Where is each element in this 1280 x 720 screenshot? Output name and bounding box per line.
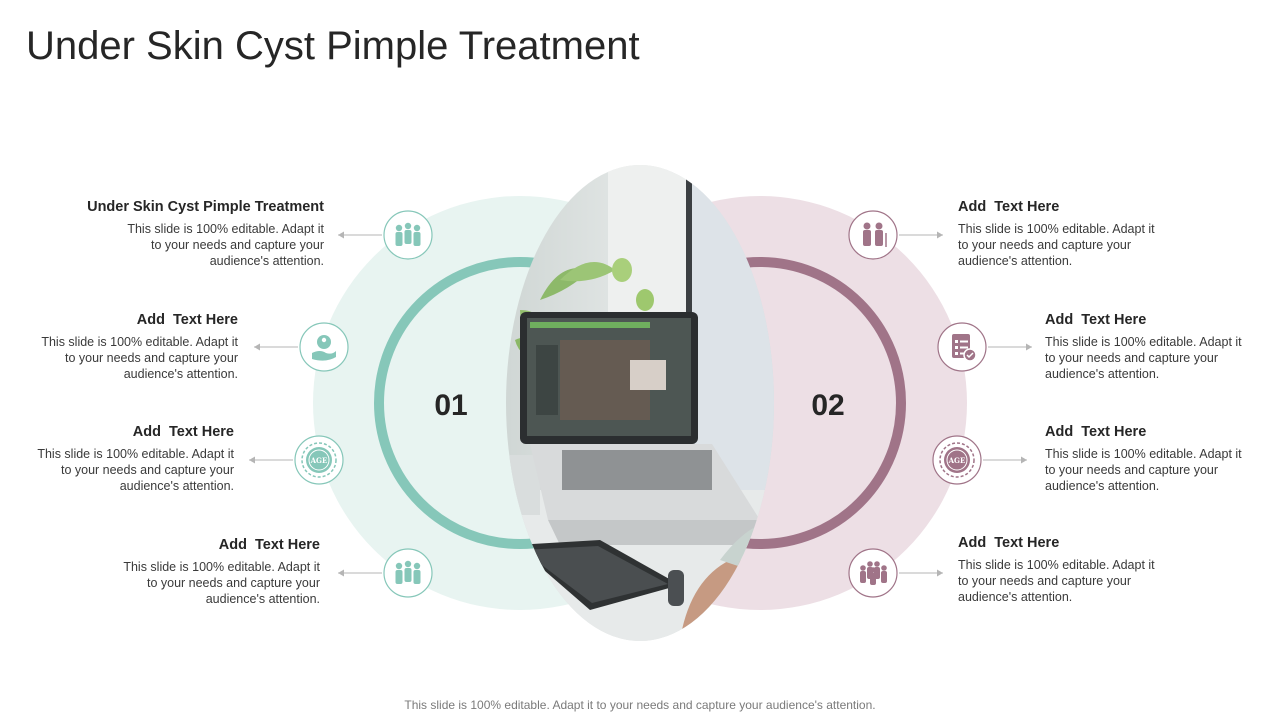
elderly-couple-icon (848, 210, 898, 260)
item-description: This slide is 100% editable. Adapt it to… (1045, 447, 1242, 493)
item-heading: Add Text Here (132, 424, 234, 440)
item-heading: Add Text Here (1045, 312, 1147, 328)
item-heading: Add Text Here (1045, 424, 1147, 440)
hand-care-people-icon (299, 322, 349, 372)
age-badge-icon: AGE (294, 435, 344, 485)
item-heading: Under Skin Cyst Pimple Treatment (87, 199, 324, 215)
arrow-head (254, 343, 260, 351)
age-label: AGE (948, 456, 966, 465)
item-heading: Add Text Here (958, 535, 1060, 551)
age-badge-icon: AGE (932, 435, 982, 485)
family-group-icon (383, 210, 433, 260)
item-description: This slide is 100% editable. Adapt it to… (37, 447, 234, 493)
arrow-head (249, 456, 255, 464)
page-title: Under Skin Cyst Pimple Treatment (26, 24, 640, 68)
item-heading: Add Text Here (218, 537, 320, 553)
left-number: 01 (434, 389, 467, 422)
item-description: This slide is 100% editable. Adapt it to… (123, 560, 320, 606)
arrow-head (937, 231, 943, 239)
item-description: This slide is 100% editable. Adapt it to… (958, 558, 1155, 604)
arrow-head (1021, 456, 1027, 464)
item-heading: Add Text Here (958, 199, 1060, 215)
footer-note: This slide is 100% editable. Adapt it to… (404, 698, 876, 712)
people-group-icon (383, 548, 433, 598)
arrow-head (1026, 343, 1032, 351)
arrow-head (338, 231, 344, 239)
checklist-icon (937, 322, 987, 372)
item-description: This slide is 100% editable. Adapt it to… (958, 222, 1155, 268)
age-label: AGE (310, 456, 328, 465)
item-description: This slide is 100% editable. Adapt it to… (1045, 335, 1242, 381)
right-number: 02 (811, 389, 844, 422)
arrow-head (937, 569, 943, 577)
arrow-head (338, 569, 344, 577)
item-description: This slide is 100% editable. Adapt it to… (127, 222, 324, 268)
item-heading: Add Text Here (136, 312, 238, 328)
crowd-icon (848, 548, 898, 598)
item-description: This slide is 100% editable. Adapt it to… (41, 335, 238, 381)
